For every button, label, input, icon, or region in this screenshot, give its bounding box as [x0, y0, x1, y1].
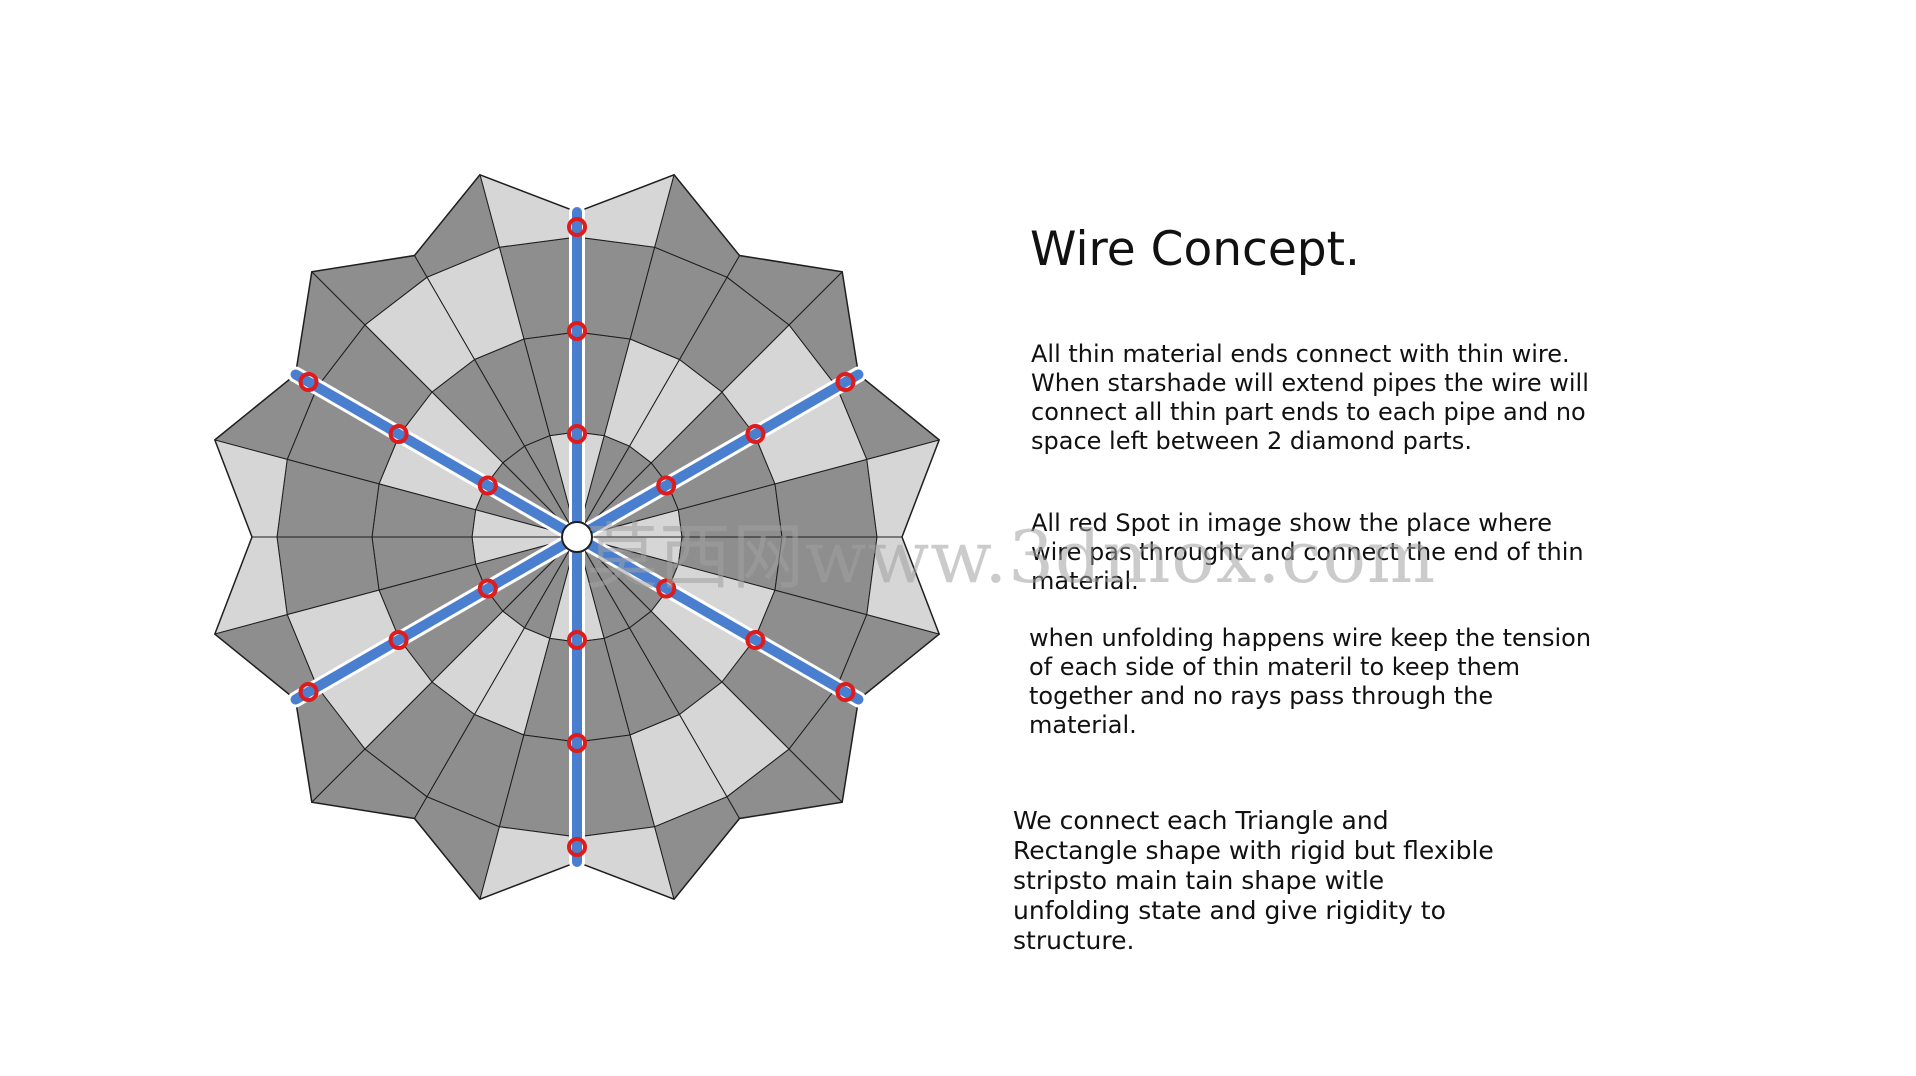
text-line: We connect each Triangle and — [1013, 806, 1389, 835]
red-spot-icon — [388, 630, 409, 650]
red-spot-icon — [835, 372, 856, 392]
text-line: When starshade will extend pipes the wir… — [1031, 369, 1589, 397]
wire-arm — [572, 532, 864, 705]
red-spots — [298, 217, 856, 857]
text-line: of each side of thin materil to keep the… — [1029, 653, 1520, 681]
red-spot-icon — [477, 578, 498, 599]
text-line: stripsto main tain shape witle — [1013, 866, 1385, 895]
hub-circle-icon — [561, 521, 593, 553]
text-line: space left between 2 diamond parts. — [1031, 427, 1472, 455]
text-line: together and no rays pass through the — [1029, 682, 1494, 710]
red-spot-icon — [745, 424, 766, 444]
red-spot-icon — [567, 321, 587, 341]
paragraph-unfolding-tension: when unfolding happens wire keep the ten… — [1029, 624, 1591, 740]
red-spot-icon — [567, 630, 587, 650]
red-spot-icon — [567, 217, 587, 237]
red-spot-icon — [656, 578, 677, 599]
text-line: wire pas throught and connect the end of… — [1031, 538, 1584, 566]
red-spot-icon — [388, 424, 409, 444]
text-line: when unfolding happens wire keep the ten… — [1029, 624, 1592, 652]
text-line: unfolding state and give rigidity to — [1013, 896, 1446, 925]
paragraph-red-spots: All red Spot in image show the place whe… — [1031, 509, 1584, 596]
text-line: Rectangle shape with rigid but flexible — [1013, 836, 1494, 865]
red-spot-icon — [298, 682, 319, 702]
red-spot-icon — [745, 630, 766, 650]
text-line: material. — [1031, 567, 1139, 595]
paragraph-wire-connection: All thin material ends connect with thin… — [1031, 340, 1589, 456]
text-line: All thin material ends connect with thin… — [1031, 340, 1570, 368]
red-spot-icon — [567, 837, 587, 857]
wire-arm — [572, 369, 864, 542]
paragraph-rigid-strips: We connect each Triangle and Rectangle s… — [1013, 806, 1494, 956]
red-spot-icon — [567, 424, 587, 444]
red-spot-icon — [477, 475, 498, 496]
text-line: connect all thin part ends to each pipe … — [1031, 398, 1586, 426]
text-line: All red Spot in image show the place whe… — [1031, 509, 1553, 537]
red-spot-icon — [835, 682, 856, 702]
red-spot-icon — [298, 372, 319, 392]
text-line: material. — [1029, 711, 1137, 739]
watermark: 莫西网www.3dmox.com — [586, 515, 1437, 599]
red-spot-icon — [656, 475, 677, 496]
wire-arm — [290, 532, 582, 705]
text-line: structure. — [1013, 926, 1135, 955]
wire-arms — [287, 204, 867, 870]
red-spot-icon — [567, 733, 587, 753]
wire-arm — [290, 369, 582, 542]
star-outline — [213, 173, 941, 901]
page-title: Wire Concept. — [1030, 222, 1360, 277]
